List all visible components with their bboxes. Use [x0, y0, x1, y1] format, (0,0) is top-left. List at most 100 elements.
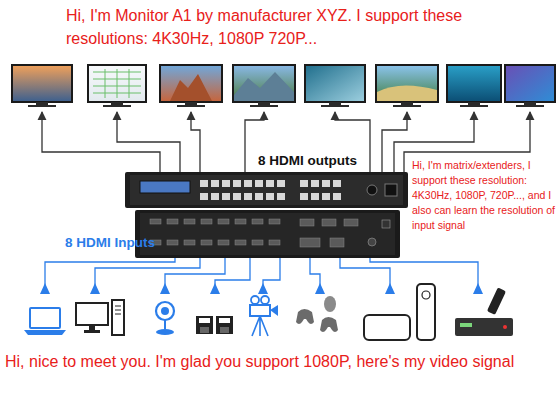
- matrix-rear-panel: [344, 219, 358, 226]
- monitor-stand: [250, 105, 278, 107]
- matrix-rear-panel: [269, 219, 280, 224]
- monitor-screen: [505, 65, 555, 102]
- matrix-front-panel: [266, 193, 274, 200]
- matrix-rear-panel: [218, 219, 229, 224]
- media-box-icon: [422, 291, 430, 299]
- monitor-stand: [28, 102, 544, 107]
- monitor-screen: [233, 65, 295, 102]
- matrix-front-panel: [311, 193, 319, 200]
- input-wire: [45, 258, 478, 286]
- matrix-rear-panel: [135, 210, 400, 258]
- monitor-screen: [234, 72, 294, 101]
- input-arrowhead: [40, 283, 50, 294]
- disk-icon: [196, 316, 213, 334]
- webcam-icon: [161, 307, 169, 315]
- monitor-stand: [460, 105, 488, 107]
- desktop-icon: [76, 303, 108, 325]
- matrix-front-panel: [255, 180, 263, 187]
- input-wire: [95, 258, 200, 286]
- monitor-stand: [36, 102, 48, 105]
- matrix-front-panel: [333, 180, 341, 187]
- monitor-stand: [401, 102, 413, 105]
- monitor-screen: [93, 69, 141, 98]
- video-camera-icon: [251, 296, 259, 304]
- matrix-rear-panel: [235, 219, 246, 224]
- video-camera-icon: [261, 296, 269, 304]
- matrix-rear-panel: [300, 219, 314, 226]
- matrix-rear-panel: [150, 219, 161, 224]
- matrix-rear-panel: [218, 240, 229, 245]
- matrix-front-panel: [244, 180, 252, 187]
- matrix-front-panel: [125, 172, 408, 208]
- video-camera-icon: [270, 305, 278, 316]
- matrix-front-panel: [125, 172, 408, 208]
- matrix-front-panel: [211, 193, 219, 200]
- input-wire: [215, 258, 250, 286]
- speech-text: Hi, I'm matrix/extenders, I support thes…: [412, 158, 558, 233]
- set-top-box-icon: [455, 288, 513, 336]
- monitor-stand: [516, 105, 544, 107]
- matrix-front-panel: [322, 180, 330, 187]
- matrix-rear-panel: [184, 219, 195, 224]
- monitor-stand: [258, 102, 270, 105]
- matrix-front-panel: [266, 180, 274, 187]
- matrix-front-panel: [200, 180, 208, 187]
- input-arrowhead: [385, 283, 395, 294]
- game-controller-icon: [324, 296, 336, 312]
- monitor-screen: [377, 85, 437, 101]
- matrix-rear-panel: [300, 238, 320, 247]
- matrix-rear-panel: [235, 240, 246, 245]
- matrix-rear-panel: [330, 238, 344, 247]
- webcam-icon: [156, 329, 174, 335]
- matrix-front-panel: [333, 193, 341, 200]
- game-controller-icon: [296, 296, 338, 332]
- monitor-screen: [12, 65, 72, 102]
- matrix-front-panel: [311, 180, 319, 187]
- webcam-icon: [164, 320, 166, 329]
- output-wire: [191, 112, 200, 172]
- matrix-rear-panel: [368, 238, 376, 246]
- monitor-screen: [447, 65, 501, 102]
- media-box-icon: [364, 284, 435, 340]
- matrix-front-panel: [233, 180, 241, 187]
- desktop-icon: [112, 300, 124, 335]
- laptop-icon: [24, 308, 66, 335]
- speech-text: Hi, nice to meet you. I'm glad you suppo…: [5, 350, 520, 374]
- desktop-icon: [115, 306, 121, 314]
- matrix-rear-panel: [252, 219, 263, 224]
- matrix-front-panel: [255, 193, 263, 200]
- matrix-front-panel: [140, 181, 190, 193]
- matrix-rear-panel: [201, 219, 212, 224]
- input-arrowhead: [90, 283, 100, 294]
- matrix-rear-panel: [252, 240, 263, 245]
- monitor-stand: [111, 102, 123, 105]
- laptop-icon: [24, 330, 66, 335]
- disk-icon: [199, 318, 210, 323]
- webcam-icon: [156, 302, 174, 335]
- webcam-icon: [156, 302, 174, 320]
- media-box-icon: [364, 315, 410, 340]
- video-camera-icon: [250, 296, 278, 336]
- monitor-stand: [177, 105, 205, 107]
- matrix-rear-panel: [167, 219, 178, 224]
- input-wire: [45, 258, 175, 286]
- monitor-stand: [185, 102, 197, 105]
- matrix-rear-panel: [184, 240, 195, 245]
- output-wire: [117, 112, 180, 172]
- video-camera-icon: [250, 305, 270, 316]
- input-arrowhead: [315, 283, 325, 294]
- matrix-front-panel: [277, 180, 285, 187]
- set-top-box-icon: [503, 325, 507, 329]
- set-top-box-icon: [455, 318, 513, 336]
- input-arrowhead: [473, 283, 483, 294]
- matrix-switch: 8 HDMI outputs8 HDMI Inputs: [125, 172, 408, 258]
- matrix-rear-panel: [135, 210, 400, 258]
- matrix-rear-panel: [382, 220, 390, 228]
- disk-icon: [196, 316, 233, 334]
- monitor-stand: [321, 105, 349, 107]
- game-controller-icon: [320, 317, 338, 332]
- desktop-icon: [76, 300, 124, 335]
- monitor-screen: [12, 65, 555, 102]
- matrix-front-panel: [367, 185, 377, 195]
